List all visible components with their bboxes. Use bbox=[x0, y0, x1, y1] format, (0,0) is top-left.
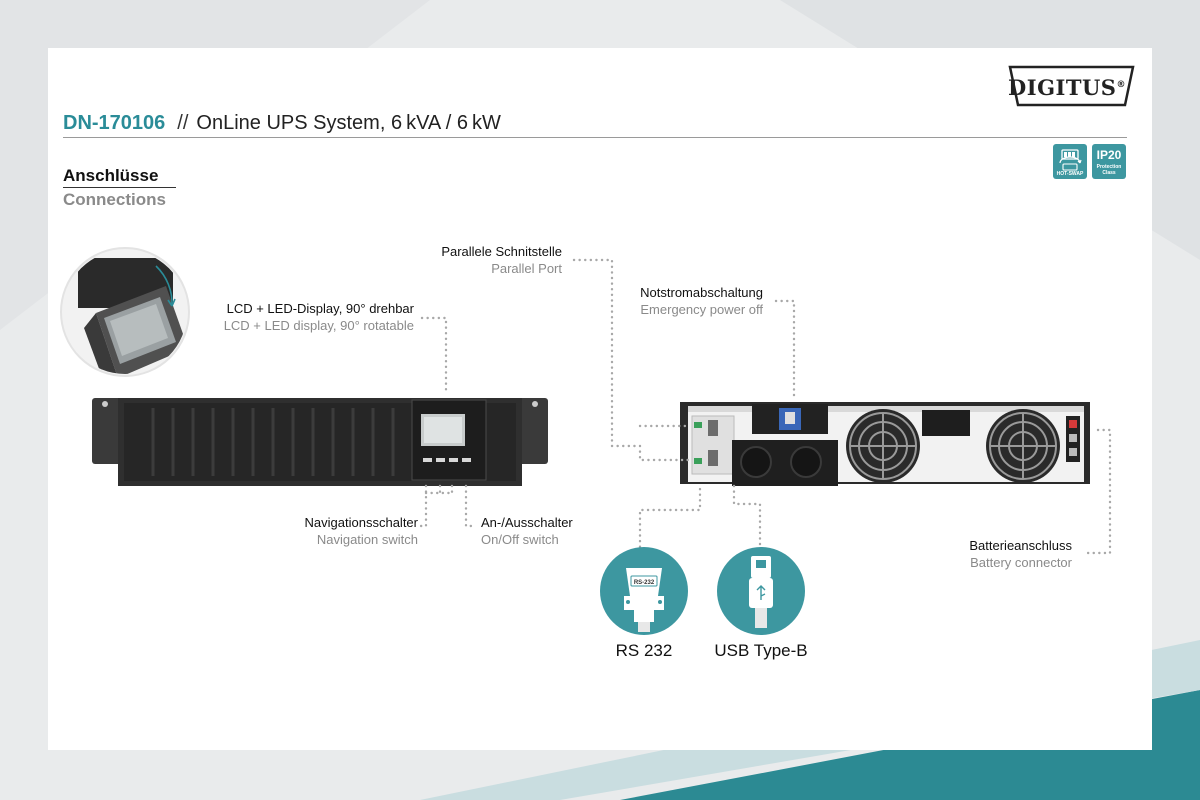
section-title-en: Connections bbox=[63, 190, 166, 209]
usb-label: USB Type-B bbox=[714, 641, 808, 660]
callout-epo-de: Notstromabschaltung bbox=[640, 285, 763, 300]
callout-display-de: LCD + LED-Display, 90° drehbar bbox=[226, 301, 414, 316]
callout-parallel: Parallele Schnitstelle Parallel Port bbox=[441, 243, 562, 277]
usb-b-connector-icon bbox=[717, 547, 805, 635]
illustration: RS-232 bbox=[60, 247, 1112, 635]
callout-battery: Batterieanschluss Battery connector bbox=[969, 537, 1072, 571]
callout-parallel-en: Parallel Port bbox=[491, 261, 562, 276]
battery-swap-icon bbox=[1059, 149, 1082, 171]
hot-swap-caption: HOT-SWAP bbox=[1056, 171, 1084, 177]
ip20-title: IP20 bbox=[1096, 148, 1122, 162]
section-title-de: Anschlüsse bbox=[63, 166, 159, 185]
rs232-connector-icon: RS-232 bbox=[600, 547, 688, 635]
ups-rear-view bbox=[680, 402, 1090, 486]
title-separator: // bbox=[177, 112, 189, 134]
callout-battery-en: Battery connector bbox=[970, 555, 1072, 570]
callout-onoff-de: An-/Ausschalter bbox=[481, 515, 573, 530]
ups-front-view bbox=[92, 398, 548, 486]
callout-parallel-de: Parallele Schnitstelle bbox=[441, 244, 562, 259]
product-sheet: DIGITUS® DN-170106 // OnLine UPS System, 6… bbox=[48, 48, 1152, 750]
callout-epo-en: Emergency power off bbox=[640, 302, 763, 317]
title-divider bbox=[63, 137, 1127, 138]
hot-swap-badge: HOT-SWAP bbox=[1053, 144, 1087, 179]
callout-nav-de: Navigationsschalter bbox=[304, 515, 418, 530]
section-title-rule bbox=[63, 187, 176, 188]
ip20-badge: IP20 Protection Class bbox=[1092, 144, 1126, 179]
display-inset bbox=[60, 247, 190, 377]
callout-onoff-en: On/Off switch bbox=[481, 532, 559, 547]
product-name: OnLine UPS System, 6 kVA / 6 kW bbox=[196, 112, 501, 134]
callout-nav-en: Navigation switch bbox=[316, 532, 418, 547]
callout-epo: Notstromabschaltung Emergency power off bbox=[640, 284, 763, 318]
callout-battery-de: Batterieanschluss bbox=[969, 538, 1072, 553]
ip20-caption: Protection Class bbox=[1096, 164, 1122, 176]
callout-lines bbox=[418, 258, 1112, 560]
rs232-label: RS 232 bbox=[615, 641, 673, 660]
product-title: DN-170106 // OnLine UPS System, 6 kVA / 6 … bbox=[63, 112, 501, 135]
rs232-plug-text: RS-232 bbox=[634, 580, 655, 586]
callout-nav: Navigationsschalter Navigation switch bbox=[305, 514, 418, 548]
callout-display-en: LCD + LED display, 90° rotatable bbox=[223, 318, 414, 333]
callout-display: LCD + LED-Display, 90° drehbar LCD + LED… bbox=[224, 300, 414, 334]
digitus-logo: DIGITUS® bbox=[1008, 65, 1135, 107]
product-code: DN-170106 bbox=[63, 112, 166, 134]
callout-onoff: An-/Ausschalter On/Off switch bbox=[481, 514, 573, 548]
